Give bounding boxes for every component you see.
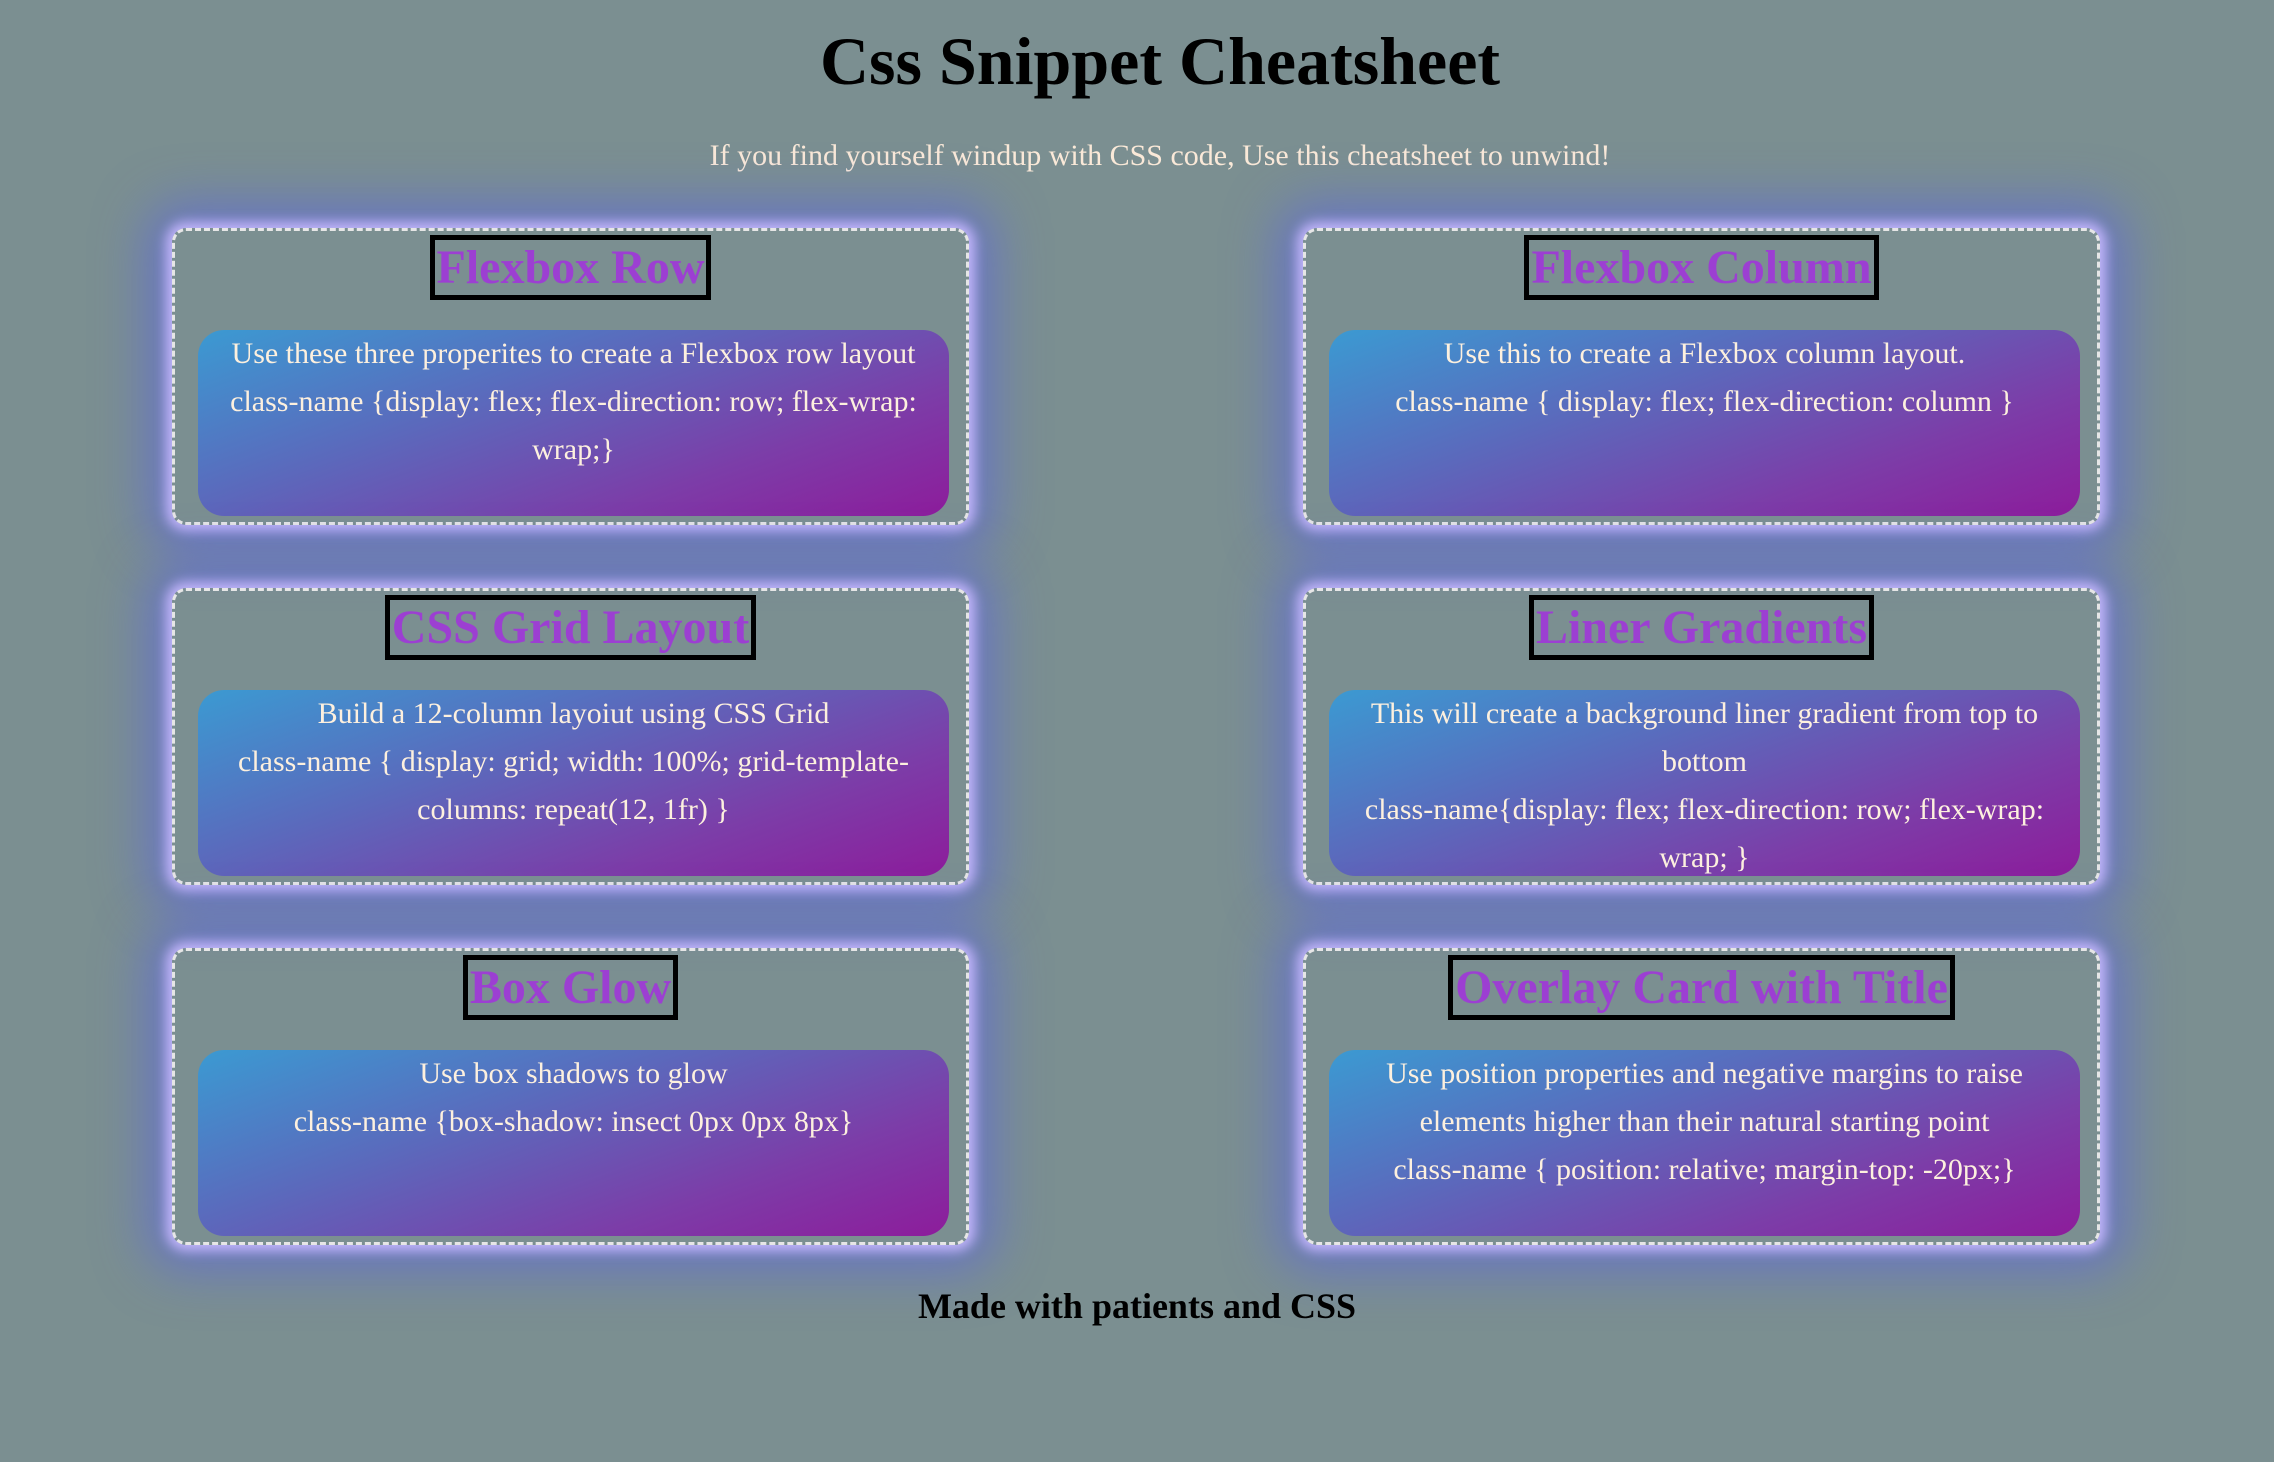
card-description: Use this to create a Flexbox column layo…	[1443, 337, 1966, 370]
card-description: This will create a background liner grad…	[1370, 697, 2039, 778]
card-body: This will create a background liner grad…	[1329, 690, 2080, 876]
card-description: Use position properties and negative mar…	[1386, 1057, 2023, 1138]
card-title: Flexbox Column	[1524, 235, 1879, 300]
card-title: Flexbox Row	[429, 235, 712, 300]
card-flexbox-row: Flexbox Row Use these three properites t…	[172, 228, 969, 525]
card-code-snippet: class-name{display: flex; flex-direction…	[1364, 793, 2045, 874]
card-body: Use these three properites to create a F…	[198, 330, 949, 516]
card-description: Use box shadows to glow	[419, 1057, 728, 1090]
card-description: Build a 12-column layoiut using CSS Grid	[317, 697, 830, 730]
card-body: Use this to create a Flexbox column layo…	[1329, 330, 2080, 516]
card-liner-gradients: Liner Gradients This will create a backg…	[1303, 588, 2100, 885]
card-description: Use these three properites to create a F…	[231, 337, 916, 370]
card-code-snippet: class-name { display: grid; width: 100%;…	[238, 745, 909, 826]
card-code-snippet: class-name {display: flex; flex-directio…	[230, 385, 917, 466]
page-subtitle: If you find yourself windup with CSS cod…	[709, 139, 1611, 172]
card-code-snippet: class-name {box-shadow: insect 0px 0px 8…	[293, 1105, 854, 1138]
card-title: CSS Grid Layout	[384, 595, 757, 660]
card-code-snippet: class-name { display: flex; flex-directi…	[1395, 385, 2014, 418]
footer-text: Made with patients and CSS	[917, 1286, 1357, 1326]
card-overlay-card-with-title: Overlay Card with Title Use position pro…	[1303, 948, 2100, 1245]
card-box-glow: Box Glow Use box shadows to glow class-n…	[172, 948, 969, 1245]
card-title: Box Glow	[462, 955, 679, 1020]
card-css-grid-layout: CSS Grid Layout Build a 12-column layoiu…	[172, 588, 969, 885]
card-body: Build a 12-column layoiut using CSS Grid…	[198, 690, 949, 876]
card-body: Use position properties and negative mar…	[1329, 1050, 2080, 1236]
card-code-snippet: class-name { position: relative; margin-…	[1393, 1153, 2016, 1186]
card-flexbox-column: Flexbox Column Use this to create a Flex…	[1303, 228, 2100, 525]
card-title: Overlay Card with Title	[1448, 955, 1955, 1020]
page-title: Css Snippet Cheatsheet	[819, 23, 1501, 99]
card-body: Use box shadows to glow class-name {box-…	[198, 1050, 949, 1236]
card-title: Liner Gradients	[1528, 595, 1875, 660]
